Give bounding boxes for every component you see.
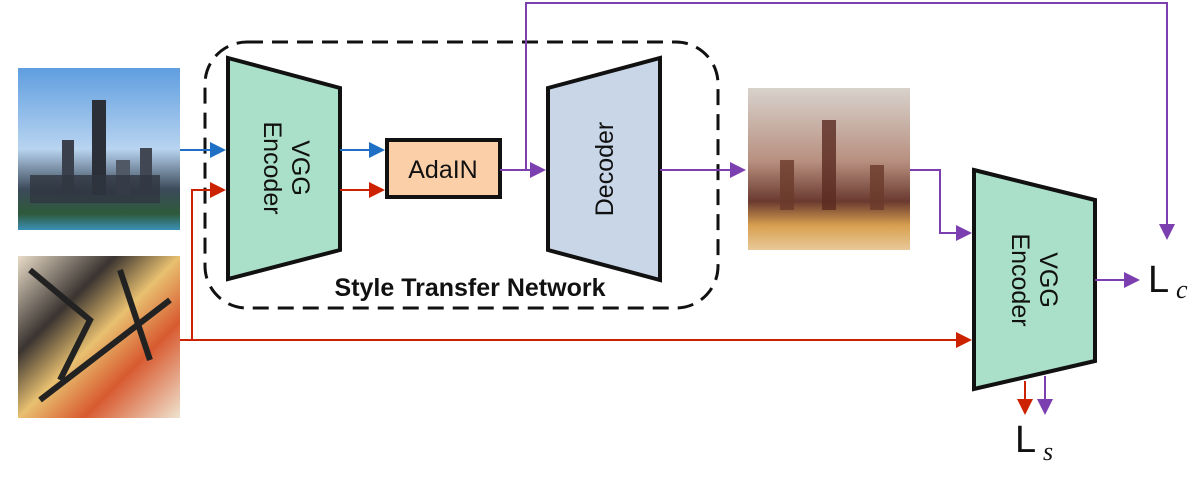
output-to-encoder-arrow [910, 169, 972, 241]
style-loss-subscript: s [1043, 437, 1053, 466]
stylized-output-image [748, 88, 910, 250]
content-loss-subscript: c [1176, 275, 1188, 304]
style-transfer-network-box [203, 40, 720, 310]
content-loss-label: L c [1148, 259, 1188, 304]
style-input-arrow [191, 182, 226, 340]
encoder-label-line1: VGG [286, 140, 314, 196]
adain-label: AdaIN [408, 156, 477, 184]
adain-to-content-loss-arrow [525, 2, 1175, 240]
style-loss-symbol: L [1015, 419, 1036, 461]
encoder2-label-line1: VGG [1034, 252, 1062, 308]
decoder-label: Decoder [591, 122, 619, 217]
content-image [18, 68, 180, 230]
decoder-block [546, 55, 662, 283]
content-loss-symbol: L [1148, 259, 1169, 301]
encoder2-label-line2: Encoder [1006, 233, 1034, 326]
network-label: Style Transfer Network [335, 274, 606, 302]
style-image [18, 256, 180, 418]
encoder-label-line2: Encoder [258, 121, 286, 214]
vgg-encoder-block [226, 55, 342, 282]
style-loss-label: L s [1015, 419, 1053, 466]
adain-block [385, 138, 502, 199]
vgg-encoder-loss-block [972, 167, 1097, 392]
